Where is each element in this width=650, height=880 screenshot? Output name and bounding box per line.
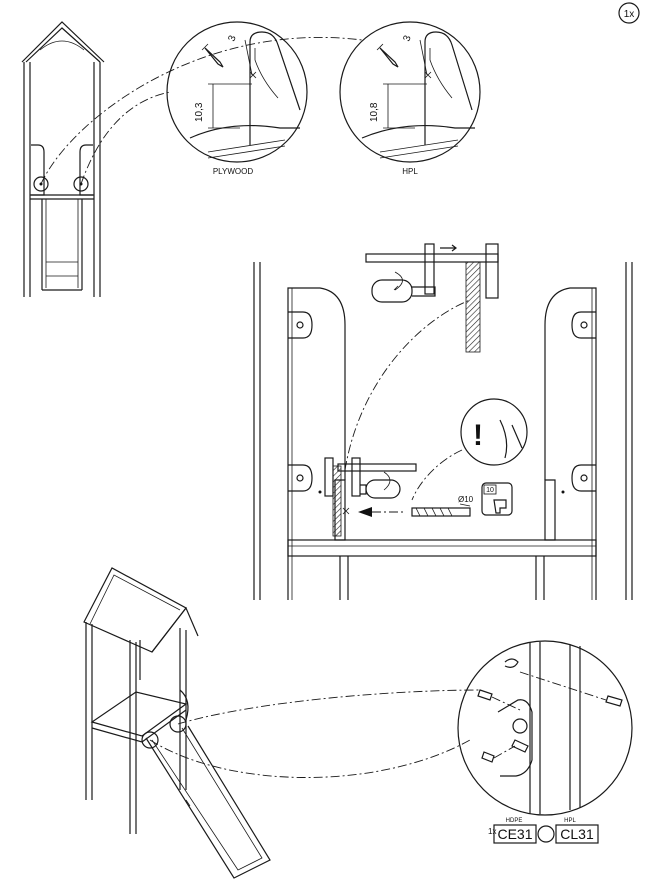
guide-arc [344, 299, 471, 471]
drilling-view [253, 262, 633, 600]
warning-icon: ! [473, 419, 483, 452]
svg-text:3: 3 [226, 34, 238, 43]
part-codes: 1x HDPE CE31 HPL CL31 [488, 818, 599, 844]
code-cl31: CL31 [560, 826, 594, 842]
bolt-tab [288, 311, 313, 339]
tower-front-view [21, 21, 105, 297]
detail-hpl: 3 10,8 HPL [339, 21, 481, 176]
bolt-tab [571, 464, 596, 492]
bolt-tab [288, 464, 313, 492]
tower-perspective-view [83, 567, 271, 879]
svg-text:3: 3 [401, 34, 413, 43]
hpl-label: HPL [564, 818, 576, 824]
leader-line [40, 36, 363, 185]
leader-line [149, 739, 471, 778]
leader-line [177, 689, 481, 725]
svg-text:10,3: 10,3 [194, 102, 205, 122]
drill-direction-arrow [358, 507, 406, 517]
cross-mark [342, 507, 350, 515]
hdpe-label: HDPE [506, 818, 523, 824]
svg-text:1x: 1x [488, 827, 496, 836]
svg-text:10,8: 10,8 [369, 102, 380, 122]
detail-plywood-label: PLYWOOD [213, 167, 254, 176]
drill-size-badge: 10 [481, 482, 513, 516]
clamp-tool-top [365, 243, 499, 353]
leader-line [80, 91, 171, 185]
detail-plywood: 3 10,3 PLYWOOD [166, 21, 308, 176]
handle-mount-detail [457, 640, 633, 816]
warning-detail: ! [460, 398, 528, 466]
guide-arc [411, 449, 463, 501]
drill-bit: Ø10 [411, 495, 474, 517]
svg-text:Ø10: Ø10 [458, 495, 474, 504]
detail-hpl-label: HPL [402, 167, 418, 176]
svg-text:1x: 1x [624, 9, 635, 20]
code-ce31: CE31 [497, 826, 532, 842]
step-quantity-badge: 1x [618, 2, 640, 24]
clamp-tool-side [324, 457, 417, 537]
svg-text:10: 10 [486, 487, 494, 494]
bolt-tab [571, 311, 596, 339]
